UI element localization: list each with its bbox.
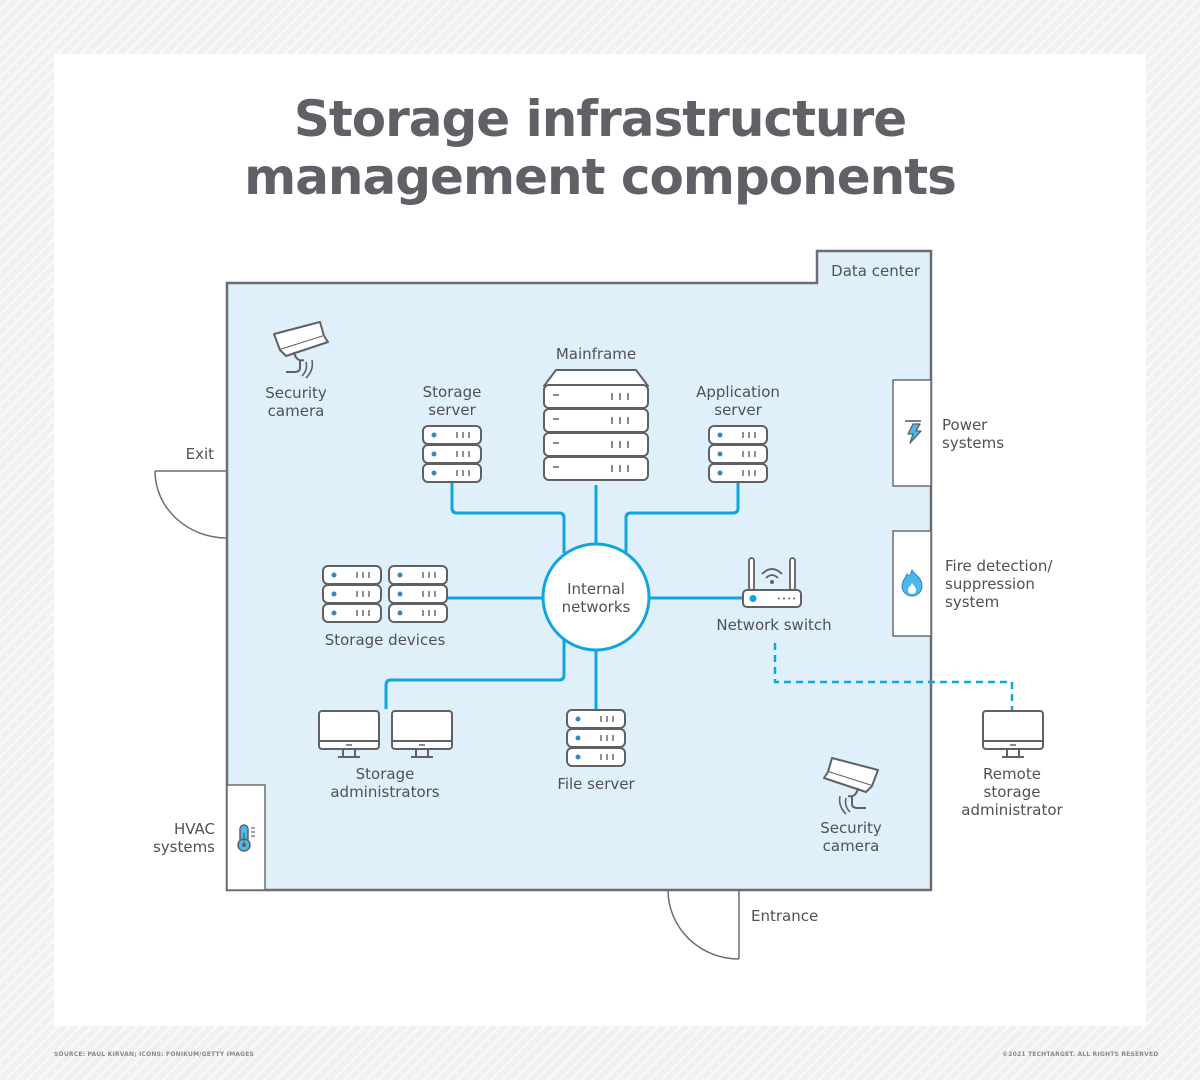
security-camera-bottom-label: Security camera — [820, 819, 882, 855]
storage-server-icon[interactable] — [422, 425, 482, 483]
hvac-systems-label: HVAC systems — [152, 820, 215, 856]
connector-storage-server — [450, 482, 566, 553]
fire-system-label: Fire detection/ suppression system — [945, 557, 1053, 611]
mainframe-icon[interactable] — [543, 369, 649, 481]
lightning-icon — [905, 420, 922, 444]
application-server-icon[interactable] — [708, 425, 768, 483]
network-switch-label: Network switch — [716, 616, 832, 634]
connector-storage-administrators — [384, 640, 566, 709]
storage-device-1-icon[interactable] — [322, 565, 382, 623]
entrance-door[interactable] — [667, 889, 740, 960]
flame-icon — [901, 568, 923, 597]
connector-application-server — [624, 482, 740, 553]
title-line-2: management components — [244, 148, 957, 206]
exit-label: Exit — [185, 445, 214, 463]
power-systems-label: Power systems — [942, 416, 1005, 452]
remote-admin-label: Remote storage administrator — [961, 765, 1063, 819]
internal-networks-label: Internal networks — [561, 580, 631, 616]
connector-remote-admin — [773, 643, 1014, 710]
entrance-label: Entrance — [751, 907, 819, 925]
security-camera-top-label: Security camera — [265, 384, 327, 420]
source-credit: SOURCE: PAUL KIRVAN; ICONS: FONIKUM/GETT… — [54, 1051, 255, 1058]
storage-devices-label: Storage devices — [324, 631, 446, 649]
page-title: Storage infrastructure management compon… — [0, 90, 1200, 206]
storage-server-label: Storage server — [422, 383, 482, 419]
storage-device-2-icon[interactable] — [388, 565, 448, 623]
file-server-label: File server — [557, 775, 635, 793]
file-server-icon[interactable] — [566, 709, 626, 767]
router-icon[interactable] — [742, 557, 802, 608]
application-server-label: Application server — [696, 383, 780, 419]
title-line-1: Storage infrastructure — [293, 90, 907, 148]
mainframe-label: Mainframe — [555, 345, 637, 363]
storage-administrators-label: Storage administrators — [330, 765, 440, 801]
network-connectors — [384, 482, 1014, 710]
thermometer-icon — [237, 824, 255, 852]
remote-admin-monitor-icon[interactable] — [982, 710, 1044, 758]
copyright-notice: ©2021 TECHTARGET. ALL RIGHTS RESERVED — [1002, 1051, 1159, 1058]
exit-door[interactable] — [154, 470, 228, 539]
internal-networks-hub[interactable] — [541, 542, 651, 652]
data-center-label: Data center — [831, 262, 920, 280]
